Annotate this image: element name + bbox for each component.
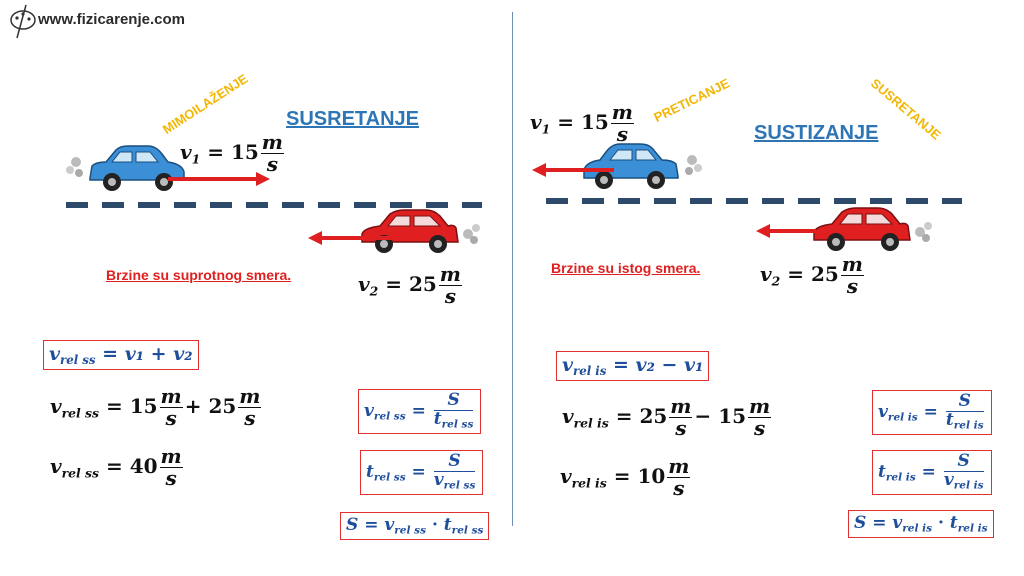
left-tag-mimoilazenje: MIMOILAŽENJE xyxy=(159,70,251,137)
right-tag-preticanje: PRETICANJE xyxy=(651,75,733,125)
red-car-right xyxy=(813,207,932,251)
blue-car-left xyxy=(66,145,185,191)
velocity-arrow-v2-right xyxy=(756,224,816,238)
formula-vrel-ss-sum: vrel ss = v₁ + v₂ xyxy=(43,340,199,371)
fizicarenje-logo-icon xyxy=(10,4,36,39)
road-dashes-left xyxy=(66,202,482,208)
velocity-arrow-v1-right xyxy=(532,163,614,177)
velocity-arrow-v2-left xyxy=(308,231,400,245)
left-note: Brzine su suprotnog smera. xyxy=(106,267,292,283)
left-title: SUSRETANJE xyxy=(286,108,419,130)
site-url[interactable]: www.fizicarenje.com xyxy=(38,11,185,28)
center-divider xyxy=(512,12,513,526)
velocity-arrow-v1-left xyxy=(168,172,270,186)
right-note: Brzine su istog smera. xyxy=(551,260,701,276)
right-tag-susretanje: SUSRETANJE xyxy=(868,75,944,143)
formula-vrel-is-difference: vrel is = v₂ − v₁ xyxy=(556,351,710,382)
right-title: SUSTIZANJE xyxy=(754,122,879,144)
box-distance-is: S = vrel is · trel is xyxy=(848,510,994,538)
road-dashes-right xyxy=(546,198,962,204)
box-distance-ss: S = vrel ss · trel ss xyxy=(340,512,490,540)
